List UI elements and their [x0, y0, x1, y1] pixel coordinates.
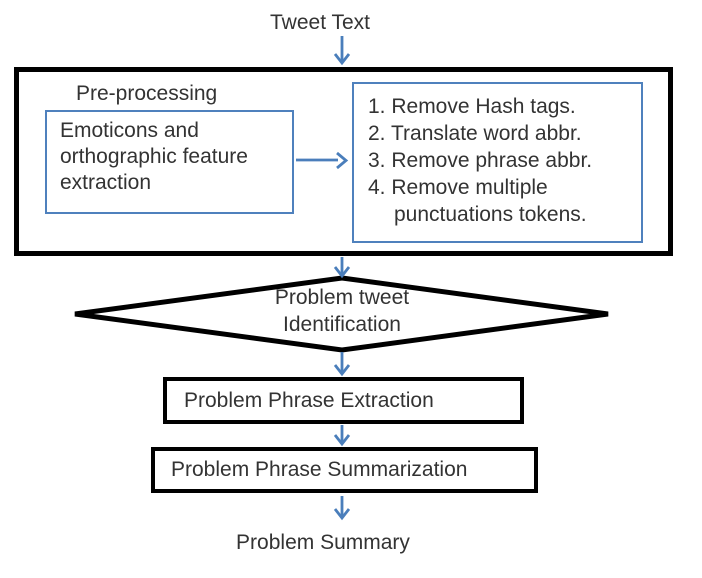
cleaning-step-item: 2. Translate word abbr.: [368, 122, 582, 145]
cleaning-step-item: 3. Remove phrase abbr.: [368, 149, 593, 172]
preprocessing-container: [14, 67, 673, 256]
extraction-box: Problem Phrase Extraction: [163, 377, 524, 424]
preprocessing-label: Pre-processing: [76, 82, 218, 105]
summarization-label: Problem Phrase Summarization: [171, 458, 468, 481]
extraction-label: Problem Phrase Extraction: [184, 388, 434, 412]
arrow-down-icon: [333, 36, 351, 66]
feature-extraction-box: Emoticons and orthographic feature extra…: [45, 110, 294, 214]
output-label: Problem Summary: [236, 531, 410, 554]
arrow-down-icon: [333, 352, 351, 377]
cleaning-step-item: 4. Remove multiple punctuations tokens.: [368, 176, 587, 226]
arrow-down-icon: [333, 425, 351, 447]
arrow-down-icon: [333, 496, 351, 521]
arrow-right-icon: [296, 151, 349, 170]
input-label: Tweet Text: [270, 11, 370, 34]
feature-extraction-text: Emoticons and orthographic feature extra…: [60, 119, 248, 194]
arrow-down-icon: [333, 257, 351, 279]
cleaning-step-item: 1. Remove Hash tags.: [368, 95, 576, 118]
cleaning-steps-box: 1. Remove Hash tags. 2. Translate word a…: [352, 82, 643, 243]
decision-diamond-shape: [74, 275, 609, 353]
summarization-box: Problem Phrase Summarization: [151, 447, 538, 493]
decision-label: Problem tweet Identification: [274, 286, 410, 336]
